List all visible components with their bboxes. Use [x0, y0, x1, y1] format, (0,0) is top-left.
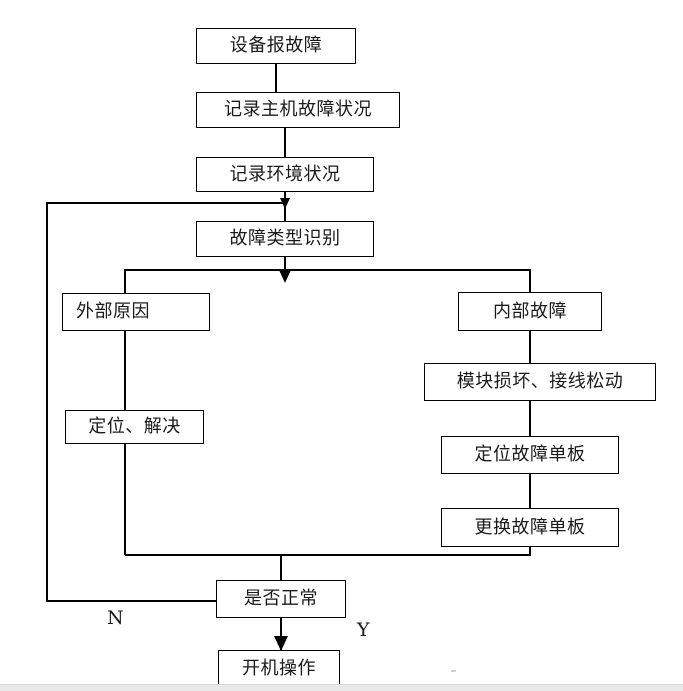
node-label: 定位故障单板	[474, 444, 586, 465]
node-internal-fault[interactable]: 内部故障	[458, 292, 602, 331]
edge-label-no: N	[107, 609, 124, 628]
node-label: 记录主机故障状况	[224, 99, 372, 120]
arrowhead-n4-split	[279, 270, 291, 283]
page-bottom-strip	[0, 684, 683, 691]
edge-label-text: N	[107, 607, 124, 629]
node-record-environment-status[interactable]: 记录环境状况	[196, 157, 374, 192]
node-label: 更换故障单板	[474, 516, 586, 538]
edge-feedback-n11-to-n4	[46, 202, 285, 602]
node-label: 外部原因	[76, 301, 150, 322]
arrowhead-n11-n12	[274, 636, 288, 651]
node-equipment-fault-report[interactable]: 设备报故障	[196, 28, 356, 64]
node-replace-faulty-board[interactable]: 更换故障单板	[441, 508, 619, 547]
edge-split-to-n5	[124, 269, 285, 293]
node-label: 故障类型识别	[229, 228, 341, 249]
node-locate-and-resolve[interactable]: 定位、解决	[65, 410, 204, 444]
node-fault-type-identification[interactable]: 故障类型识别	[196, 221, 374, 257]
node-record-host-fault-status[interactable]: 记录主机故障状况	[196, 92, 400, 128]
edge-label-text: Y	[357, 619, 370, 641]
edge-n10-to-merge	[281, 547, 531, 556]
page-artifact-speck	[451, 670, 456, 672]
edge-split-to-n6	[285, 269, 531, 292]
node-label: 开机操作	[242, 658, 316, 679]
node-label: 是否正常	[244, 588, 318, 609]
node-is-normal-decision[interactable]: 是否正常	[216, 580, 346, 618]
node-power-on-operation[interactable]: 开机操作	[218, 650, 340, 688]
node-external-cause[interactable]: 外部原因	[62, 293, 210, 331]
node-label: 设备报故障	[229, 35, 323, 56]
node-label: 定位、解决	[88, 416, 181, 437]
edge-label-yes: Y	[357, 621, 370, 640]
node-label: 模块损坏、接线松动	[456, 371, 624, 392]
node-label: 记录环境状况	[229, 163, 341, 185]
node-module-damage-loose-wiring[interactable]: 模块损坏、接线松动	[424, 363, 656, 401]
node-locate-faulty-board[interactable]: 定位故障单板	[441, 436, 619, 474]
node-label: 内部故障	[493, 300, 567, 322]
